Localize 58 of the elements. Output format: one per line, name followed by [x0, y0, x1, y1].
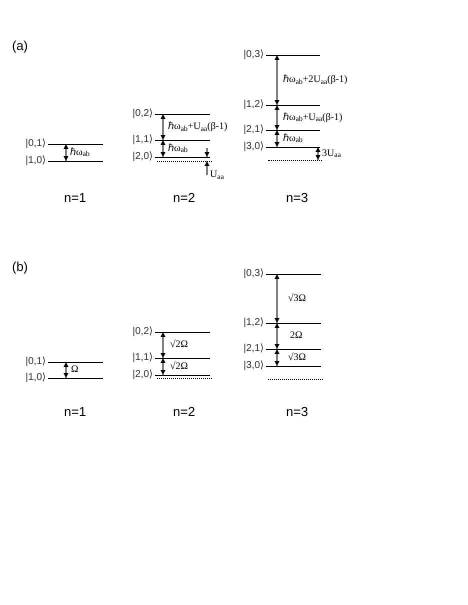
- state-label: |0,1⟩: [24, 138, 47, 150]
- edge-label: ℏω$_{ab}$: [283, 132, 303, 144]
- state-label: |3,0⟩: [242, 141, 265, 153]
- double-arrow: [316, 146, 320, 160]
- double-arrow: [274, 130, 280, 148]
- panel-label: (b): [12, 259, 28, 275]
- state-label: |2,0⟩: [132, 151, 154, 163]
- edge-label: Ω: [71, 364, 78, 376]
- double-arrow: [160, 332, 166, 358]
- state-label: |3,0⟩: [242, 360, 265, 372]
- dashed-level-line: [157, 378, 212, 379]
- edge-label: ℏω$_{ab}$: [70, 146, 90, 158]
- double-arrow: [274, 274, 280, 324]
- double-arrow: [274, 54, 280, 106]
- double-arrow: [160, 114, 166, 140]
- edge-label: U$_{aa}$: [210, 169, 224, 181]
- state-label: |1,1⟩: [132, 134, 154, 146]
- double-arrow: [160, 358, 166, 376]
- state-label: |2,1⟩: [242, 124, 265, 136]
- double-arrow: [64, 144, 68, 162]
- edge-label: 2Ω: [290, 330, 302, 342]
- edge-label: ℏω$_{ab}$+2U$_{aa}$(β-1): [283, 74, 348, 86]
- manifold-label: n=3: [286, 404, 308, 420]
- state-label: |0,1⟩: [24, 356, 47, 368]
- dashed-level-line: [268, 160, 322, 161]
- edge-label: √2Ω: [170, 360, 188, 372]
- edge-label: √3Ω: [288, 352, 306, 364]
- panel-label: (a): [12, 38, 28, 54]
- state-label: |0,2⟩: [132, 108, 154, 120]
- dashed-level-line: [268, 379, 323, 380]
- state-label: |0,3⟩: [242, 268, 265, 280]
- dashed-level-line: [157, 161, 212, 162]
- edge-label: ℏω$_{ab}$+U$_{aa}$(β-1): [168, 121, 228, 133]
- edge-label: 3U$_{aa}$: [322, 148, 341, 160]
- state-label: |1,2⟩: [242, 99, 265, 111]
- state-label: |0,3⟩: [242, 49, 265, 61]
- manifold-label: n=1: [64, 404, 86, 420]
- edge-label: √3Ω: [288, 292, 306, 304]
- double-arrow: [274, 348, 280, 366]
- edge-label: ℏω$_{ab}$: [168, 142, 188, 154]
- double-arrow: [274, 104, 280, 130]
- state-label: |1,2⟩: [242, 317, 265, 329]
- state-label: |0,2⟩: [132, 326, 154, 338]
- double-arrow: [204, 148, 210, 176]
- manifold-label: n=3: [286, 190, 308, 206]
- edge-label: √2Ω: [170, 339, 188, 351]
- double-arrow: [274, 322, 280, 350]
- manifold-label: n=2: [173, 404, 196, 420]
- edge-label: ℏω$_{ab}$+U$_{aa}$(β-1): [283, 112, 342, 124]
- double-arrow: [160, 140, 166, 158]
- double-arrow: [64, 362, 68, 378]
- state-label: |1,0⟩: [24, 155, 47, 167]
- state-label: |2,0⟩: [132, 369, 154, 381]
- state-label: |1,0⟩: [24, 372, 47, 384]
- manifold-label: n=2: [173, 190, 196, 206]
- state-label: |1,1⟩: [132, 352, 154, 364]
- state-label: |2,1⟩: [242, 343, 265, 355]
- manifold-label: n=1: [64, 190, 86, 206]
